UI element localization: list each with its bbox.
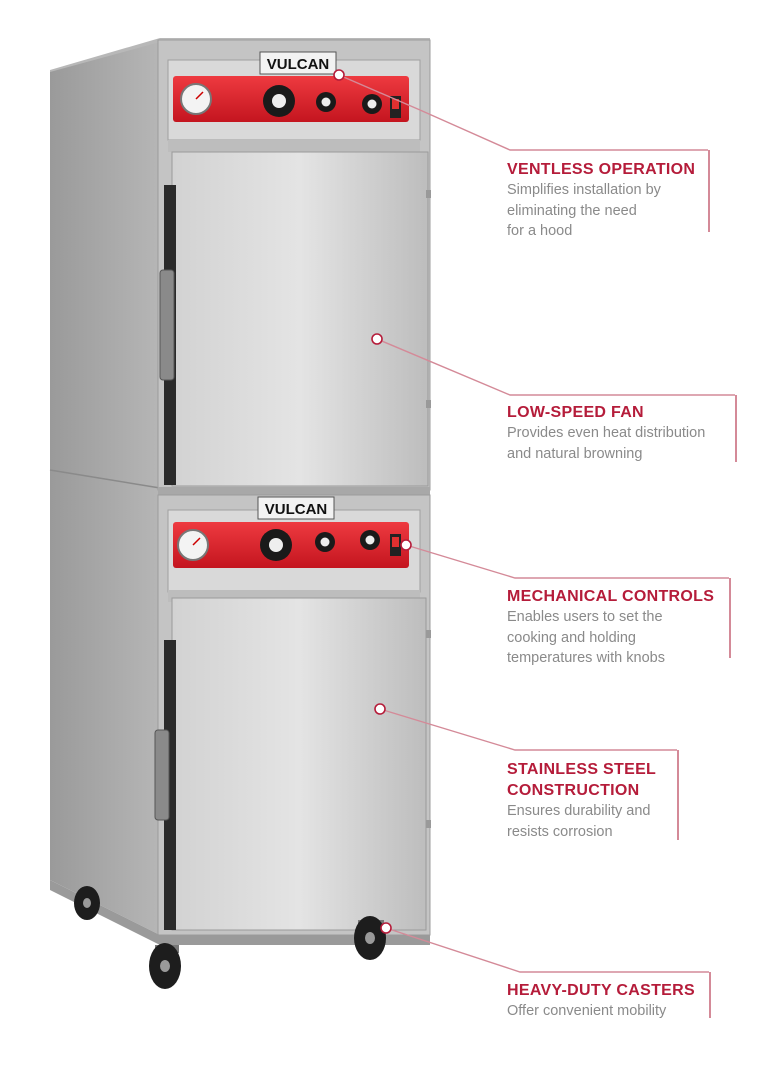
callout-mechanical-controls: MECHANICAL CONTROLS Enables users to set…	[507, 586, 714, 669]
callout-bar-casters	[709, 972, 711, 1018]
rear-left-caster	[74, 886, 100, 920]
callout-bar-controls	[729, 578, 731, 658]
upper-logo-plate	[259, 51, 337, 75]
upper-vulcan-logo: VULCAN	[267, 56, 330, 73]
callout-title: HEAVY-DUTY CASTERS	[507, 982, 695, 999]
callout-title: STAINLESS STEEL	[507, 761, 657, 778]
callout-desc-line: and natural browning	[507, 445, 643, 462]
callout-desc-line: Ensures durability and	[507, 803, 651, 819]
callout-ventless-operation: VENTLESS OPERATION Simplifies installati…	[507, 159, 695, 242]
upper-door	[171, 151, 429, 487]
callout-desc-line: Simplifies installation by	[507, 182, 661, 198]
callout-bar-fan	[735, 395, 737, 462]
lower-door-gasket	[164, 640, 176, 930]
callout-leader-lines	[338, 74, 735, 973]
marker-fan	[371, 333, 383, 345]
callout-title: VENTLESS OPERATION	[507, 161, 696, 178]
callout-title: CONSTRUCTION	[507, 782, 640, 799]
callout-desc-line: Offer convenient mobility	[507, 1003, 667, 1019]
front-left-caster	[149, 943, 181, 989]
callout-low-speed-fan: LOW-SPEED FAN Provides even heat distrib…	[507, 402, 705, 464]
marker-casters	[380, 922, 392, 934]
lower-vulcan-logo: VULCAN	[265, 501, 328, 518]
callout-desc-line: cooking and holding	[507, 629, 636, 646]
cabinet-side-panel	[50, 42, 160, 935]
callout-stainless-steel-construction: STAINLESS STEEL CONSTRUCTION Ensures dur…	[507, 759, 656, 842]
front-right-caster	[354, 916, 386, 960]
upper-door-handle	[159, 269, 175, 381]
callout-heavy-duty-casters: HEAVY-DUTY CASTERS Offer convenient mobi…	[507, 980, 695, 1022]
lower-door-handle	[154, 729, 170, 821]
marker-construction	[374, 703, 386, 715]
callout-desc-line: resists corrosion	[507, 823, 613, 840]
callout-desc-line: eliminating the need	[507, 202, 637, 219]
callout-desc-line: Enables users to set the	[507, 609, 663, 625]
callout-title: MECHANICAL CONTROLS	[507, 588, 715, 605]
callout-bar-ventless	[708, 150, 710, 232]
callout-desc-line: temperatures with knobs	[507, 650, 665, 666]
callout-desc-line: for a hood	[507, 223, 573, 239]
callout-desc-line: Provides even heat distribution	[507, 425, 706, 441]
marker-controls	[400, 539, 412, 551]
marker-ventless	[333, 69, 345, 81]
cabinet-base	[50, 880, 430, 945]
callout-bar-construction	[677, 750, 679, 840]
callout-title: LOW-SPEED FAN	[507, 404, 644, 421]
lower-door	[171, 597, 427, 931]
lower-logo-plate	[257, 496, 335, 520]
